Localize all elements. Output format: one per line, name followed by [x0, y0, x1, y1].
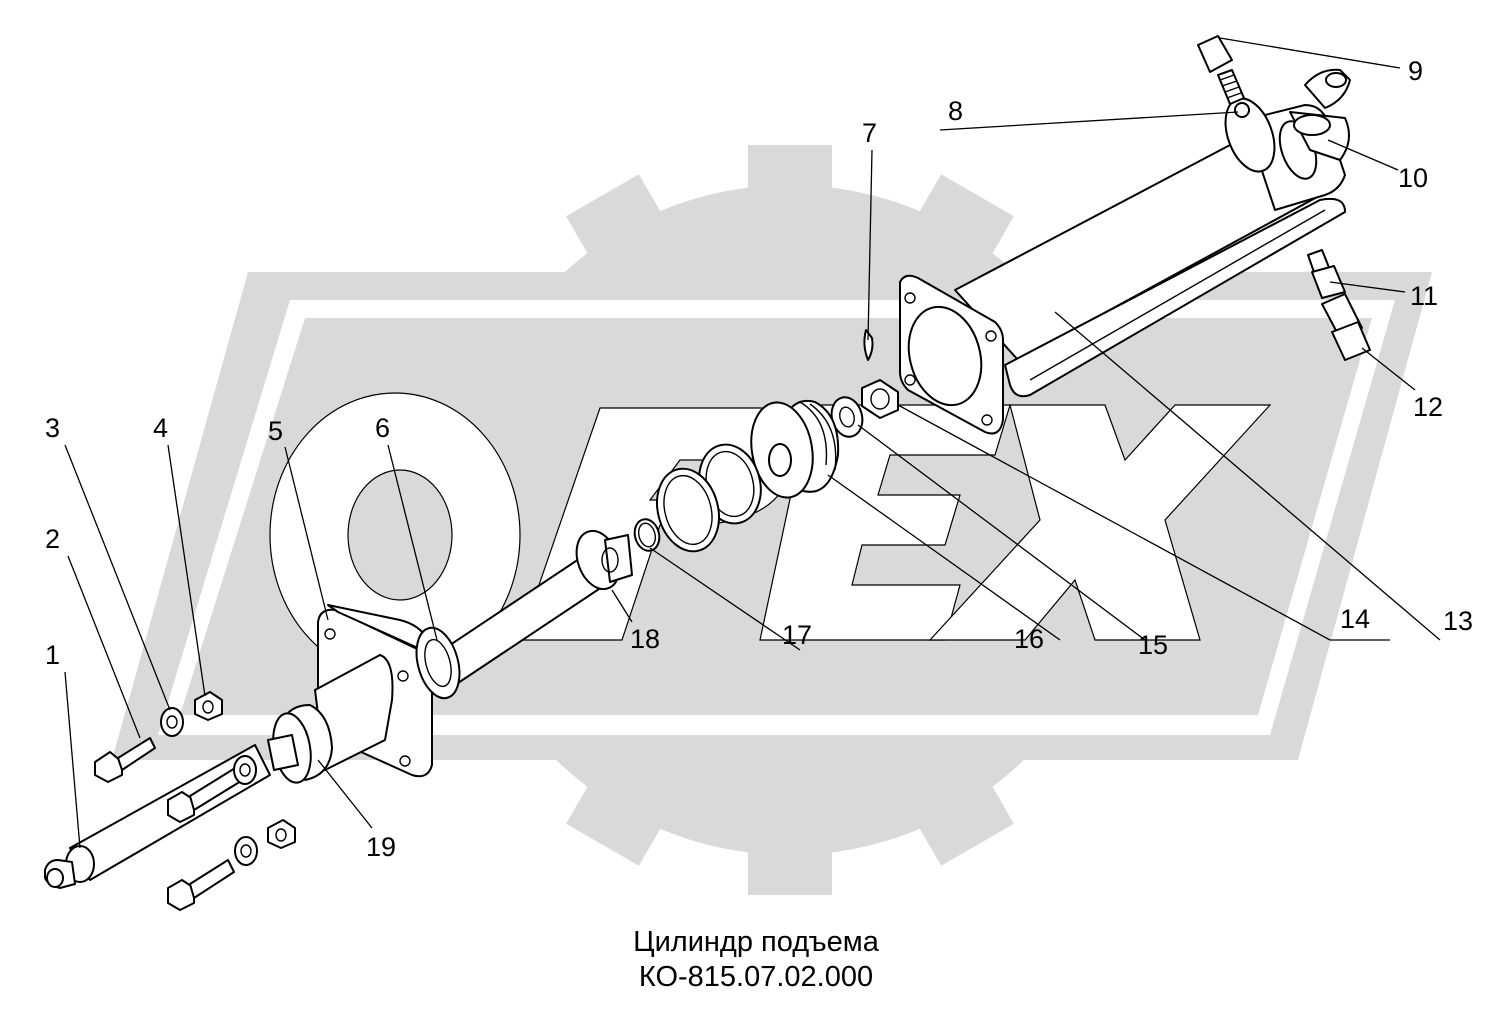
callout-18: 18 [630, 624, 660, 654]
callout-6: 6 [375, 413, 390, 443]
part-14-castle-nut [861, 379, 899, 419]
callout-17: 17 [782, 620, 812, 650]
callout-2: 2 [45, 524, 60, 554]
watermark-letter-x [928, 404, 1272, 641]
callout-10: 10 [1398, 163, 1428, 193]
caption-title: Цилиндр подъема [633, 926, 879, 958]
part-8-ball [1234, 102, 1250, 118]
part-11-fitting [1307, 249, 1346, 299]
callout-4: 4 [153, 413, 168, 443]
callout-numbers: 1 2 3 4 5 6 7 8 9 10 11 12 13 14 15 16 1… [45, 56, 1473, 862]
callout-9: 9 [1408, 56, 1423, 86]
callout-3: 3 [45, 413, 60, 443]
part-13-cylinder-body [899, 97, 1350, 435]
leader-lines [64, 37, 1441, 849]
callout-11: 11 [1410, 281, 1438, 311]
part-4-nuts [194, 691, 296, 849]
part-7-cotter-pin [863, 329, 874, 361]
callout-19: 19 [366, 832, 396, 862]
callout-1: 1 [45, 640, 60, 670]
part-16-piston [750, 399, 840, 499]
part-5-rear-flange [314, 604, 433, 778]
callout-8: 8 [948, 96, 963, 126]
callout-7: 7 [862, 118, 877, 148]
part-12-adapter [1321, 293, 1371, 361]
callout-12: 12 [1413, 392, 1443, 422]
part-15-washer [830, 396, 864, 438]
callout-15: 15 [1138, 630, 1168, 660]
callout-14: 14 [1340, 604, 1370, 634]
callout-13: 13 [1443, 606, 1473, 636]
part-9-plug-and-fitting [1197, 35, 1351, 109]
caption-part-code: КО-815.07.02.000 [638, 961, 874, 993]
part-18-rod [434, 529, 633, 686]
part-3-washers [160, 707, 258, 866]
part-17-sealing-rings [633, 443, 762, 553]
part-6-gland-ring [415, 626, 461, 700]
callout-5: 5 [268, 416, 283, 446]
part-2-bolts [94, 737, 247, 911]
callout-16: 16 [1014, 624, 1044, 654]
